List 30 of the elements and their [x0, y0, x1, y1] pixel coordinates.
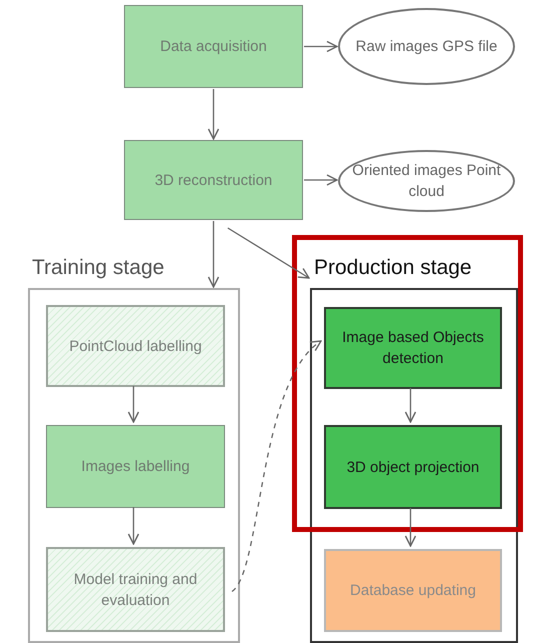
- node-label: Database updating: [350, 581, 476, 601]
- node-label: Oriented images Point cloud: [352, 161, 501, 202]
- process-box: [46, 547, 225, 632]
- arrow: [404, 388, 416, 423]
- node-label: 3D reconstruction: [154, 170, 272, 190]
- arrow: [128, 386, 140, 423]
- process-box: [324, 307, 502, 389]
- arrow: [232, 340, 322, 592]
- node-label: Data acquisition: [160, 37, 267, 57]
- node-label: Image based Objects detection: [341, 328, 485, 369]
- node-label: PointCloud labelling: [69, 336, 202, 356]
- arrow: [404, 508, 416, 547]
- stage-heading: Production stage: [314, 255, 472, 281]
- arrow: [128, 507, 140, 545]
- arrow: [304, 174, 338, 186]
- process-box: [124, 5, 303, 88]
- node-label: Model training and evaluation: [72, 570, 198, 610]
- arrow: [227, 227, 310, 279]
- arrow: [208, 221, 220, 288]
- process-box: [324, 425, 502, 509]
- node-label: Images labelling: [81, 457, 190, 477]
- process-box: [124, 140, 303, 220]
- node-label: 3D object projection: [346, 458, 480, 478]
- arrow: [208, 89, 220, 140]
- process-box: [46, 425, 225, 508]
- process-box: [324, 549, 502, 632]
- node-label: Raw images GPS file: [356, 37, 498, 57]
- stage-heading: Training stage: [32, 255, 164, 281]
- arrow: [304, 40, 338, 52]
- process-box: [46, 305, 225, 387]
